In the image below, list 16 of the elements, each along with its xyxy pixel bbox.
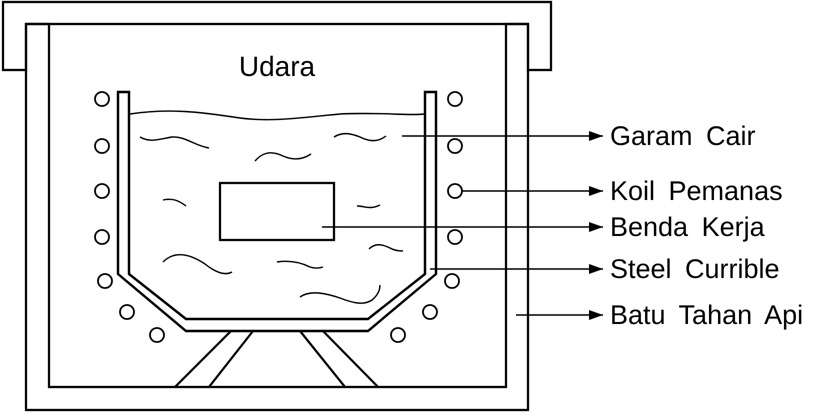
part-label: Garam Cair [610, 121, 756, 151]
leader-arrow [462, 186, 603, 196]
part-label: Koil Pemanas [610, 176, 783, 206]
part-label: Benda Kerja [610, 212, 765, 242]
crucible [116, 90, 438, 332]
molten-salt [130, 110, 424, 304]
part-label: Steel Currible [610, 254, 780, 284]
leader-arrow [430, 264, 603, 274]
refractory-wall [24, 22, 530, 412]
leader-arrow [402, 131, 603, 141]
leader-arrow [516, 310, 603, 320]
heating-coil [447, 183, 463, 199]
leader-arrow [322, 222, 603, 232]
region-label: Udara [238, 52, 316, 82]
workpiece [218, 182, 336, 242]
part-label: Batu Tahan Api [610, 300, 804, 330]
